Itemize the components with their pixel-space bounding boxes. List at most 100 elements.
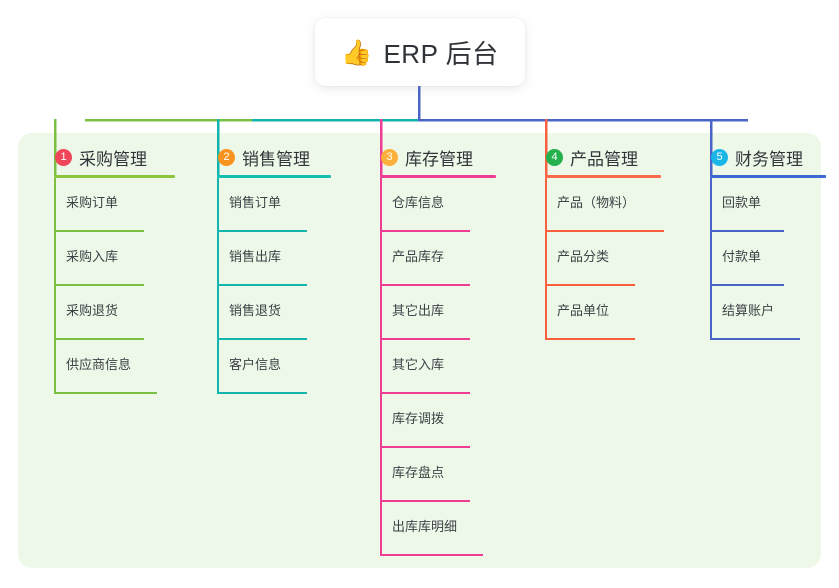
- item-label: 销售订单: [229, 195, 282, 210]
- item-label: 产品分类: [557, 249, 610, 264]
- item-label: 采购订单: [66, 195, 119, 210]
- item-divider: [710, 284, 784, 286]
- item-spine: [217, 178, 219, 232]
- list-item[interactable]: 结算账户: [692, 286, 839, 340]
- item-spine: [380, 448, 382, 502]
- item-label: 产品库存: [392, 249, 445, 264]
- item-label: 其它出库: [392, 303, 445, 318]
- column-title: 采购管理: [79, 149, 147, 169]
- item-label: 出库库明细: [392, 519, 458, 534]
- column-header[interactable]: 1 采购管理: [36, 145, 196, 169]
- thumbs-up-icon: 👍: [341, 38, 373, 67]
- item-spine: [217, 232, 219, 286]
- list-item[interactable]: 供应商信息: [36, 340, 196, 394]
- list-item[interactable]: 库存调拨: [362, 394, 522, 448]
- column-header[interactable]: 2 销售管理: [199, 145, 359, 169]
- column-title: 销售管理: [242, 149, 310, 169]
- item-spine: [54, 178, 56, 232]
- item-divider: [217, 284, 307, 286]
- list-item[interactable]: 出库库明细: [362, 502, 522, 556]
- list-item[interactable]: 其它入库: [362, 340, 522, 394]
- item-spine: [710, 232, 712, 286]
- item-divider: [54, 284, 144, 286]
- item-label: 回款单: [722, 195, 762, 210]
- item-spine: [380, 178, 382, 232]
- item-spine: [710, 178, 712, 232]
- column-header[interactable]: 3 库存管理: [362, 145, 522, 169]
- item-label: 销售退货: [229, 303, 282, 318]
- item-divider: [54, 230, 144, 232]
- item-divider: [54, 338, 144, 340]
- column-divider: [380, 175, 496, 178]
- item-label: 付款单: [722, 249, 762, 264]
- list-item[interactable]: 产品（物料）: [527, 178, 687, 232]
- item-label: 库存调拨: [392, 411, 445, 426]
- item-divider: [545, 230, 664, 232]
- column-divider: [54, 175, 175, 178]
- item-label: 结算账户: [722, 303, 775, 318]
- list-item[interactable]: 产品库存: [362, 232, 522, 286]
- column-库存管理: 3 库存管理仓库信息产品库存其它出库其它入库库存调拨库存盘点出库库明细: [362, 145, 522, 556]
- item-spine: [545, 286, 547, 340]
- column-header[interactable]: 4 产品管理: [527, 145, 687, 169]
- item-spine: [217, 286, 219, 340]
- column-销售管理: 2 销售管理销售订单销售出库销售退货客户信息: [199, 145, 359, 394]
- list-item[interactable]: 付款单: [692, 232, 839, 286]
- column-divider: [710, 175, 826, 178]
- list-item[interactable]: 销售订单: [199, 178, 359, 232]
- column-title: 财务管理: [735, 149, 803, 169]
- item-label: 客户信息: [229, 357, 282, 372]
- list-item[interactable]: 其它出库: [362, 286, 522, 340]
- list-item[interactable]: 采购订单: [36, 178, 196, 232]
- column-title: 库存管理: [405, 149, 473, 169]
- list-item[interactable]: 回款单: [692, 178, 839, 232]
- item-divider: [545, 284, 635, 286]
- column-number-badge: 3: [381, 148, 398, 166]
- list-item[interactable]: 采购入库: [36, 232, 196, 286]
- item-divider: [380, 230, 470, 232]
- item-divider: [380, 554, 483, 556]
- column-采购管理: 1 采购管理采购订单采购入库采购退货供应商信息: [36, 145, 196, 394]
- list-item[interactable]: 客户信息: [199, 340, 359, 394]
- item-divider: [380, 284, 470, 286]
- list-item[interactable]: 库存盘点: [362, 448, 522, 502]
- item-label: 采购退货: [66, 303, 119, 318]
- item-label: 销售出库: [229, 249, 282, 264]
- list-item[interactable]: 仓库信息: [362, 178, 522, 232]
- item-spine: [54, 340, 56, 394]
- page-title: ERP 后台: [383, 38, 499, 69]
- column-number-badge: 1: [55, 148, 72, 166]
- item-label: 其它入库: [392, 357, 445, 372]
- root-title-card[interactable]: 👍 ERP 后台: [315, 18, 525, 86]
- column-财务管理: 5 财务管理回款单付款单结算账户: [692, 145, 839, 340]
- list-item[interactable]: 采购退货: [36, 286, 196, 340]
- item-spine: [380, 340, 382, 394]
- column-divider: [545, 175, 661, 178]
- item-spine: [54, 232, 56, 286]
- item-label: 供应商信息: [66, 357, 132, 372]
- list-item[interactable]: 销售出库: [199, 232, 359, 286]
- item-spine: [380, 232, 382, 286]
- item-label: 仓库信息: [392, 195, 445, 210]
- item-spine: [217, 340, 219, 394]
- item-spine: [545, 178, 547, 232]
- column-number-badge: 5: [711, 148, 728, 166]
- list-item[interactable]: 产品分类: [527, 232, 687, 286]
- item-label: 产品（物料）: [557, 195, 636, 210]
- item-spine: [380, 394, 382, 448]
- list-item[interactable]: 销售退货: [199, 286, 359, 340]
- item-divider: [710, 230, 784, 232]
- list-item[interactable]: 产品单位: [527, 286, 687, 340]
- item-label: 库存盘点: [392, 465, 445, 480]
- column-header[interactable]: 5 财务管理: [692, 145, 839, 169]
- column-number-badge: 2: [218, 148, 235, 166]
- item-spine: [380, 502, 382, 556]
- item-spine: [54, 286, 56, 340]
- item-label: 产品单位: [557, 303, 610, 318]
- column-number-badge: 4: [546, 148, 563, 166]
- item-divider: [380, 446, 470, 448]
- item-divider: [710, 338, 800, 340]
- column-title: 产品管理: [570, 149, 638, 169]
- item-spine: [380, 286, 382, 340]
